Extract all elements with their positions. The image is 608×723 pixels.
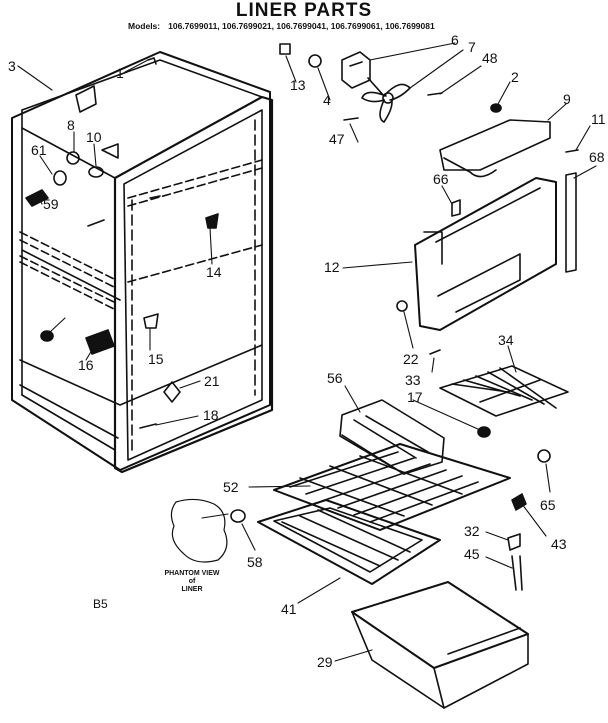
part-label-shelf-support: 14 <box>206 264 222 280</box>
part-label-screw-housing: 11 <box>591 111 606 127</box>
liner-drawing <box>11 51 274 474</box>
part-label-shelf-wire-small: 34 <box>498 332 514 348</box>
part-label-screw-fan: 48 <box>482 50 498 66</box>
part-label-shaft-pivot: 45 <box>464 546 480 562</box>
part-label-screw-liner-top: 1 <box>116 65 124 81</box>
part-label-clip-shelf: 65 <box>540 497 556 513</box>
fan-motor-drawing <box>279 43 443 123</box>
part-label-light-socket: 10 <box>86 129 102 145</box>
part-label-plug-button: 8 <box>67 117 75 133</box>
hinge-parts-drawing <box>507 493 527 591</box>
diagram-title: LINER PARTS <box>235 0 373 21</box>
part-label-shelf-support-lower: 15 <box>148 351 164 367</box>
part-label-screw-control-housing: 2 <box>511 69 519 85</box>
part-label-crisper-pan: 29 <box>317 654 333 670</box>
ice-tray-drawing <box>339 399 445 475</box>
leader-lines <box>17 42 597 662</box>
part-label-hinge-bracket: 43 <box>551 536 567 552</box>
part-label-shelf-stop: 17 <box>407 389 423 405</box>
phantom-view-caption: PHANTOM VIEW of LINER <box>152 570 232 594</box>
part-label-light-bulb: 59 <box>43 196 59 212</box>
models-line: Models: 106.7699011, 106.7699021, 106.769… <box>128 21 435 31</box>
phantom-line-1: PHANTOM VIEW <box>164 570 220 577</box>
control-housing-drawing <box>439 103 579 178</box>
phantom-line-3: LINER <box>181 586 203 593</box>
part-label-spring: 32 <box>464 523 480 539</box>
page-code: B5 <box>93 597 108 611</box>
part-label-fan-motor: 6 <box>451 32 459 48</box>
part-label-evaporator-cover: 12 <box>324 259 340 275</box>
part-label-nut-fan-motor: 4 <box>323 92 331 108</box>
part-label-light-switch: 61 <box>31 142 47 158</box>
part-label-cover-mount: 22 <box>403 351 419 367</box>
shelf-large-drawing <box>170 443 511 585</box>
liner-hardware <box>25 57 219 429</box>
models-list: 106.7699011, 106.7699021, 106.7699041, 1… <box>168 21 435 31</box>
part-label-liner: 3 <box>8 58 16 74</box>
evaporator-cover-drawing <box>396 172 577 355</box>
part-label-damper: 58 <box>247 554 263 570</box>
part-label-screw-cover: 33 <box>405 372 421 388</box>
wire-shelf-small-drawing <box>439 365 569 463</box>
part-label-ice-tray: 56 <box>327 370 343 386</box>
models-label: Models: <box>128 21 161 31</box>
crisper-pan-drawing <box>351 581 529 709</box>
part-label-grommet: 13 <box>290 77 306 93</box>
part-label-gasket-strip: 68 <box>589 149 605 165</box>
phantom-line-2: of <box>188 578 196 585</box>
part-label-shelf-frame: 41 <box>281 601 297 617</box>
part-label-drain-trough: 21 <box>204 373 220 389</box>
part-label-screw-drain: 18 <box>203 407 219 423</box>
part-label-clip-cover: 66 <box>433 171 449 187</box>
part-label-screw-motor-mount: 47 <box>329 131 345 147</box>
part-label-control-housing: 9 <box>563 91 571 107</box>
part-label-drawer-support: 16 <box>78 357 94 373</box>
part-label-fan-blade: 7 <box>468 39 476 55</box>
part-label-shelf-wire-large: 52 <box>223 479 239 495</box>
